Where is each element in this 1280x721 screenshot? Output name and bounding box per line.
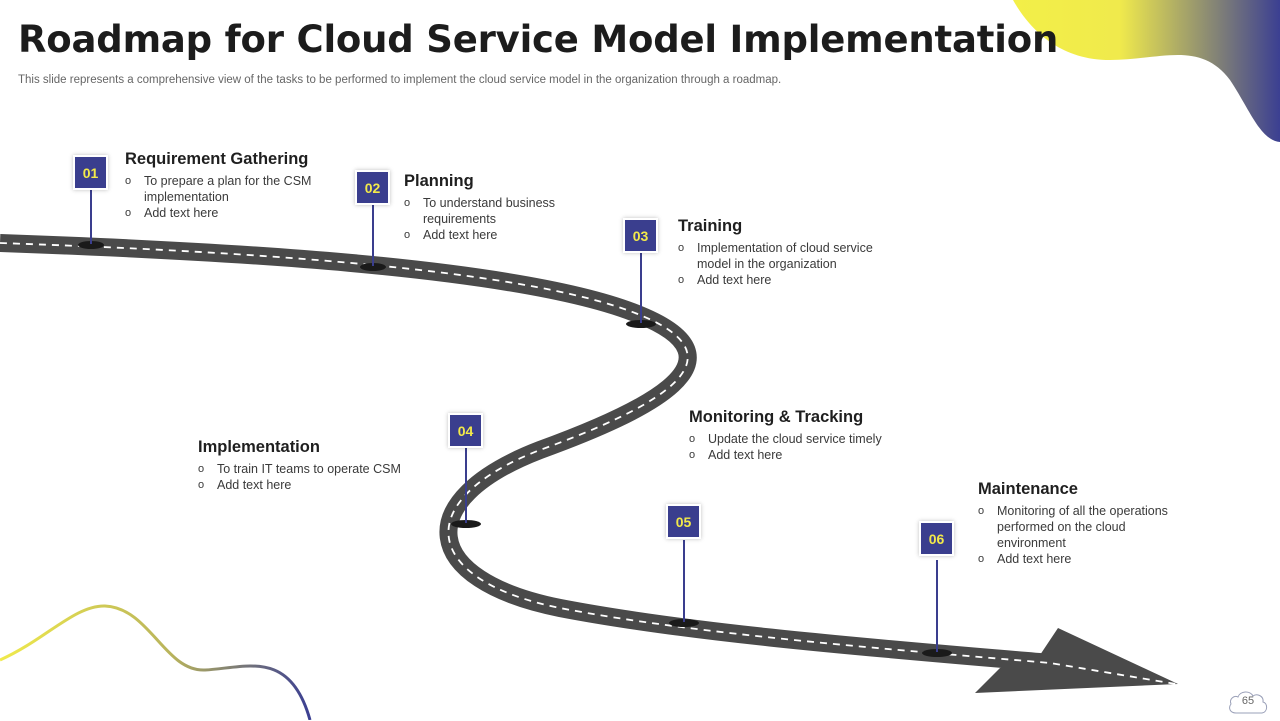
step-point: Update the cloud service timely: [689, 431, 919, 447]
step-title: Maintenance: [978, 480, 1078, 498]
step-points: To train IT teams to operate CSM Add tex…: [198, 461, 428, 493]
step-point: To prepare a plan for the CSM implementa…: [125, 173, 335, 205]
step-title: Planning: [404, 172, 474, 190]
step-point: To understand business requirements: [404, 195, 572, 227]
page-number: 65: [1241, 695, 1255, 707]
step-number-badge: 02: [357, 172, 388, 203]
step-content: Implementation To train IT teams to oper…: [198, 438, 428, 493]
step-point: Add text here: [978, 551, 1183, 567]
decorative-blob: [1013, 0, 1280, 142]
step-points: Monitoring of all the operations perform…: [978, 503, 1183, 567]
step-number-badge: 06: [921, 523, 952, 554]
step-pole: [465, 448, 467, 523]
decorative-wave: [0, 604, 312, 720]
page-number-badge: 65: [1226, 688, 1270, 716]
slide-subtitle: This slide represents a comprehensive vi…: [18, 74, 782, 86]
step-point: Add text here: [678, 272, 890, 288]
step-point: Monitoring of all the operations perform…: [978, 503, 1183, 551]
step-title: Requirement Gathering: [125, 150, 309, 168]
step-title: Monitoring & Tracking: [689, 408, 864, 426]
step-points: To prepare a plan for the CSM implementa…: [125, 173, 335, 221]
step-points: Update the cloud service timely Add text…: [689, 431, 919, 463]
step-content: Requirement Gathering To prepare a plan …: [125, 150, 335, 221]
step-number-badge: 05: [668, 506, 699, 537]
step-title: Training: [678, 217, 743, 235]
step-content: Maintenance Monitoring of all the operat…: [978, 480, 1183, 567]
step-point: Add text here: [125, 205, 335, 221]
road-arrowhead: [975, 628, 1178, 693]
step-pole: [936, 560, 938, 652]
step-points: To understand business requirements Add …: [404, 195, 572, 243]
step-content: Planning To understand business requirem…: [404, 172, 572, 243]
step-point: Add text here: [404, 227, 572, 243]
step-number-badge: 03: [625, 220, 656, 251]
step-title: Implementation: [198, 438, 320, 456]
step-points: Implementation of cloud service model in…: [678, 240, 890, 288]
pole-bases: [78, 241, 952, 657]
cloud-icon: [1229, 691, 1268, 714]
step-pole: [640, 252, 642, 323]
step-content: Monitoring & Tracking Update the cloud s…: [689, 408, 919, 463]
step-point: Add text here: [198, 477, 428, 493]
step-number-badge: 04: [450, 415, 481, 446]
slide-title: Roadmap for Cloud Service Model Implemen…: [18, 18, 1059, 61]
step-pole: [90, 187, 92, 244]
step-point: To train IT teams to operate CSM: [198, 461, 428, 477]
step-pole: [683, 540, 685, 622]
roadmap-road: [0, 234, 1178, 693]
step-content: Training Implementation of cloud service…: [678, 217, 890, 288]
step-pole: [372, 202, 374, 266]
step-point: Add text here: [689, 447, 919, 463]
step-point: Implementation of cloud service model in…: [678, 240, 890, 272]
step-number-badge: 01: [75, 157, 106, 188]
